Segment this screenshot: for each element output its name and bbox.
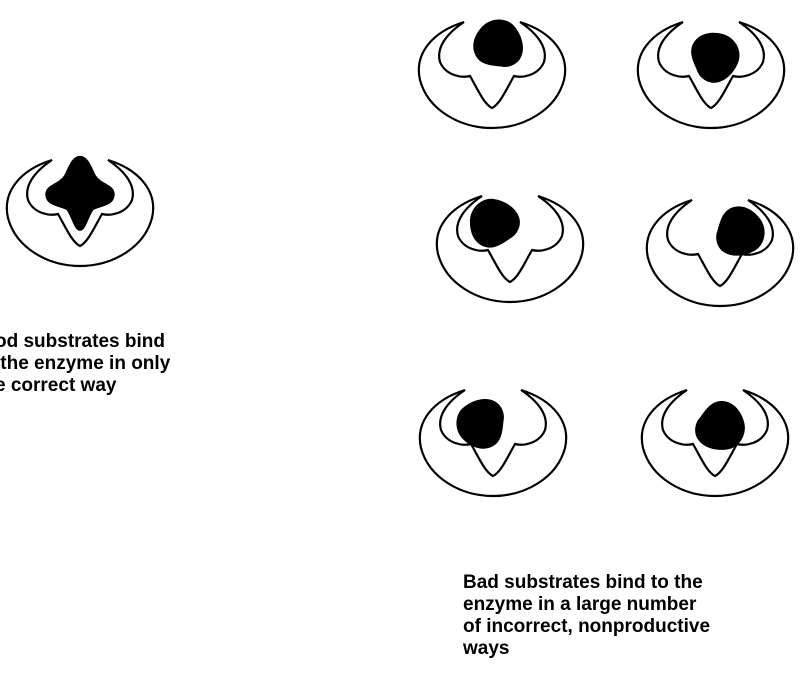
bad-enzyme-icon-4 <box>647 200 793 306</box>
bad-enzyme-icon-6 <box>642 390 788 496</box>
bad-enzyme-icon-3 <box>437 190 583 302</box>
bad-enzyme-icon-2 <box>638 22 784 128</box>
bad-enzyme-icon-1 <box>419 13 565 128</box>
bad-enzyme-icon-5 <box>420 390 566 496</box>
good-enzyme-icon <box>7 156 153 266</box>
good-substrate-caption: od substrates bind the enzyme in only e … <box>0 331 170 397</box>
bad-substrate-caption: Bad substrates bind to the enzyme in a l… <box>463 572 710 660</box>
